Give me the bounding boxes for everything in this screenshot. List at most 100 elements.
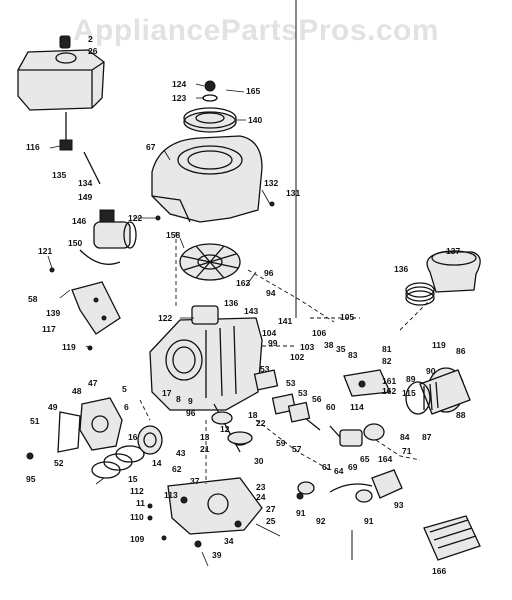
label-136: 136	[224, 298, 238, 308]
label-84: 84	[400, 432, 410, 442]
label-136-filter: 136	[394, 264, 408, 274]
label-139: 139	[46, 308, 60, 318]
engine-block	[149, 305, 263, 411]
label-149: 149	[78, 192, 92, 202]
label-115: 115	[402, 388, 416, 398]
label-137: 137	[446, 246, 460, 256]
governor-linkage	[343, 369, 391, 397]
label-162: 162	[382, 386, 396, 396]
label-14: 14	[152, 458, 162, 468]
label-94: 94	[266, 288, 276, 298]
label-116: 116	[26, 142, 40, 152]
breather-tube	[297, 469, 403, 503]
label-62: 62	[172, 464, 182, 474]
label-6: 6	[124, 402, 129, 412]
label-119: 119	[62, 342, 76, 352]
oil-base	[167, 477, 263, 535]
label-35: 35	[336, 344, 346, 354]
label-56: 56	[312, 394, 322, 404]
label-143: 143	[244, 306, 258, 316]
label-48: 48	[72, 386, 82, 396]
label-158: 158	[166, 230, 180, 240]
fuel-line	[59, 112, 101, 185]
label-53-a: 53	[260, 364, 270, 374]
label-30: 30	[254, 456, 264, 466]
label-53-c: 53	[298, 388, 308, 398]
gasket-sheet	[423, 515, 481, 561]
label-141: 141	[278, 316, 292, 326]
label-34: 34	[224, 536, 234, 546]
label-11: 11	[136, 498, 145, 508]
label-67: 67	[146, 142, 156, 152]
label-164: 164	[378, 454, 392, 464]
label-122-lower: 122	[158, 313, 172, 323]
label-117: 117	[42, 324, 56, 334]
label-17: 17	[162, 388, 172, 398]
label-103: 103	[300, 342, 314, 352]
label-109: 109	[130, 534, 144, 544]
label-99: 99	[268, 338, 278, 348]
label-9: 9	[188, 396, 193, 406]
label-105: 105	[340, 312, 354, 322]
label-102: 102	[290, 352, 304, 362]
assembly-lines	[139, 232, 431, 484]
label-13: 13	[200, 432, 210, 442]
label-166: 166	[432, 566, 446, 576]
label-59: 59	[276, 438, 286, 448]
label-65: 65	[360, 454, 370, 464]
label-150: 150	[68, 238, 82, 248]
label-83: 83	[348, 350, 358, 360]
label-27: 27	[266, 504, 276, 514]
label-64: 64	[334, 466, 344, 476]
label-93: 93	[394, 500, 404, 510]
heat-shield	[71, 281, 121, 335]
label-25: 25	[266, 516, 276, 526]
label-16: 16	[128, 432, 138, 442]
label-21: 21	[200, 444, 210, 454]
air-filter	[405, 250, 481, 306]
label-131: 131	[286, 188, 300, 198]
label-123: 123	[172, 93, 186, 103]
label-121: 121	[38, 246, 52, 256]
label-88: 88	[456, 410, 466, 420]
label-39: 39	[212, 550, 222, 560]
label-135: 135	[52, 170, 66, 180]
label-106: 106	[312, 328, 326, 338]
label-122-upper: 122	[128, 213, 142, 223]
label-161: 161	[382, 376, 396, 386]
label-18: 18	[248, 410, 258, 420]
flywheel	[179, 243, 241, 281]
label-104: 104	[262, 328, 276, 338]
label-8: 8	[176, 394, 181, 404]
carburetor	[57, 397, 123, 453]
label-146: 146	[72, 216, 86, 226]
valve-parts	[253, 369, 311, 423]
label-5: 5	[122, 384, 127, 394]
label-90: 90	[426, 366, 436, 376]
label-91-right: 91	[364, 516, 374, 526]
part-labels: 2 26 124 123 165 140 116 135 134 67 132 …	[26, 34, 466, 576]
label-92: 92	[316, 516, 326, 526]
label-49: 49	[48, 402, 58, 412]
label-114: 114	[350, 402, 364, 412]
label-86: 86	[456, 346, 466, 356]
label-57: 57	[292, 444, 302, 454]
label-51: 51	[30, 416, 40, 426]
piston-rings	[91, 425, 163, 479]
label-124: 124	[172, 79, 186, 89]
air-cleaner-element	[405, 367, 471, 415]
label-134: 134	[78, 178, 92, 188]
label-112: 112	[130, 486, 144, 496]
label-119-right: 119	[432, 340, 446, 350]
label-37: 37	[190, 476, 200, 486]
label-96: 96	[264, 268, 274, 278]
label-71: 71	[402, 446, 412, 456]
label-61: 61	[322, 462, 332, 472]
label-53-b: 53	[286, 378, 296, 388]
label-95: 95	[26, 474, 36, 484]
label-96-lower: 96	[186, 408, 196, 418]
starter-motor	[79, 209, 137, 265]
label-87: 87	[422, 432, 432, 442]
label-26: 26	[88, 46, 98, 56]
